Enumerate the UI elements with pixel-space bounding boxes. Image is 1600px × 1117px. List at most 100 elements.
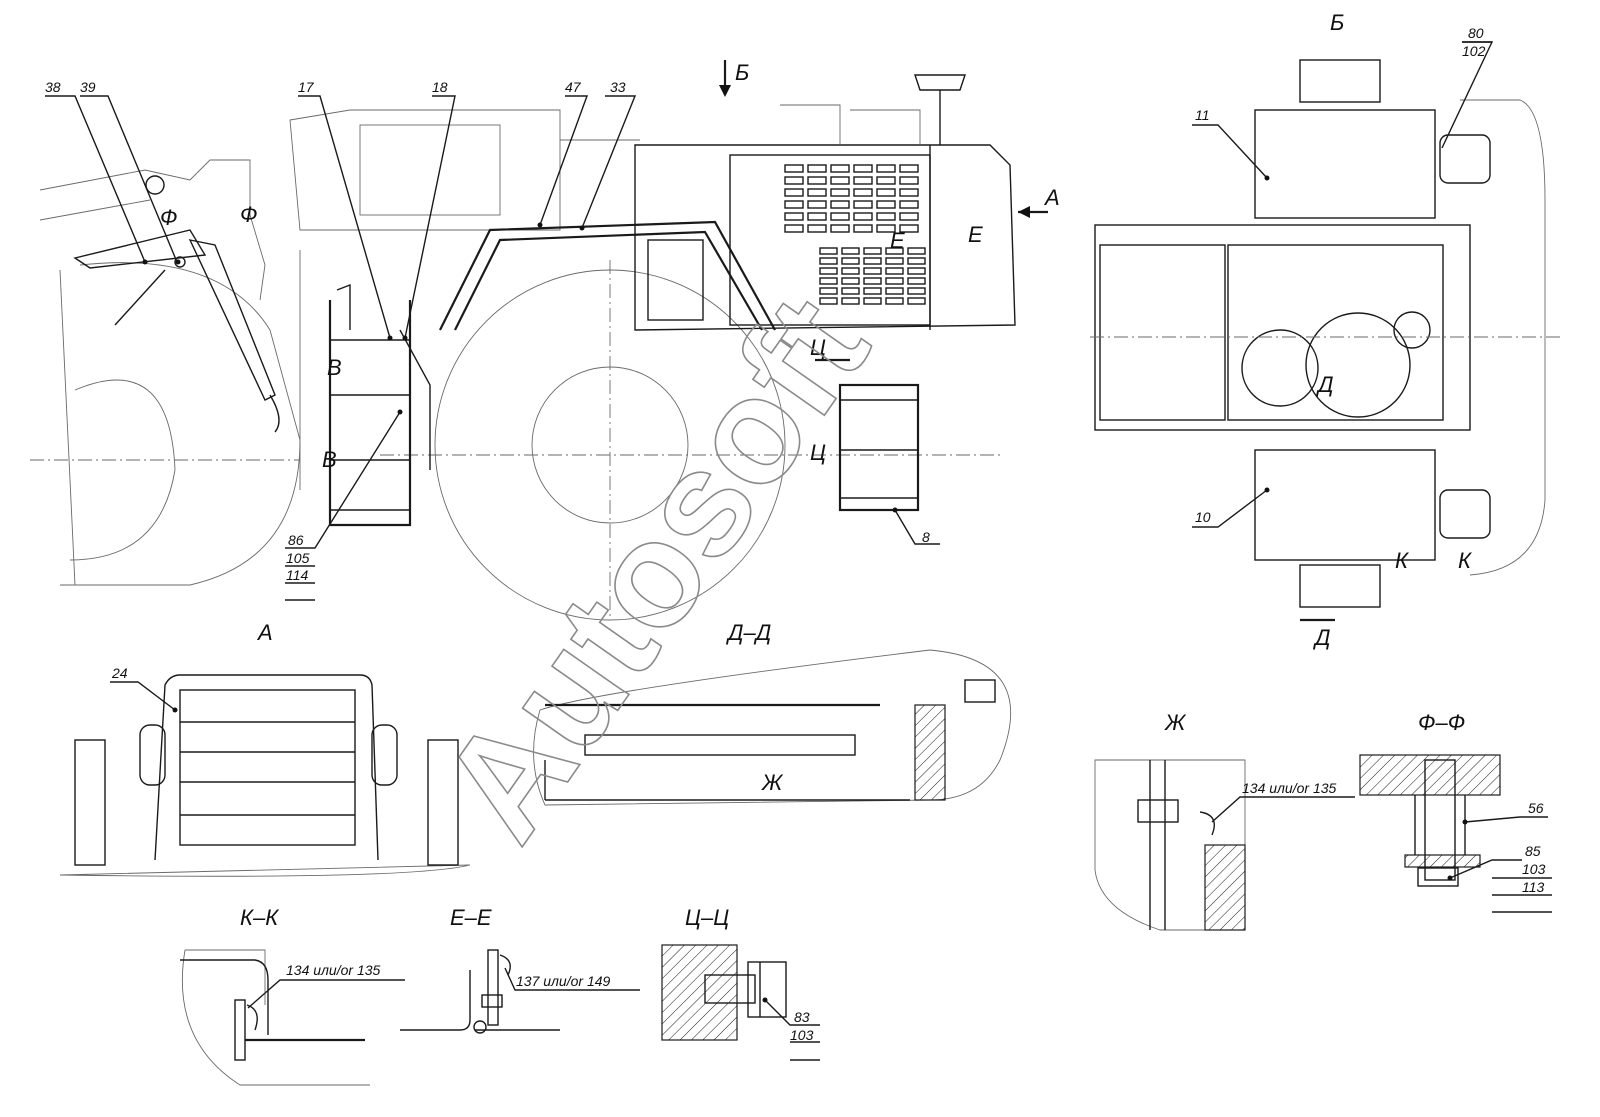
front-view-a xyxy=(59,674,471,877)
grille-slot xyxy=(907,277,926,285)
grille-slot xyxy=(863,297,882,305)
handrail xyxy=(439,220,776,331)
grille-slot xyxy=(899,224,919,233)
grille-slot xyxy=(807,176,827,185)
grille-slot xyxy=(841,257,860,265)
grille-slot xyxy=(853,176,873,185)
mark-v-bottom: В xyxy=(322,447,337,472)
view-zh xyxy=(1094,759,1246,931)
callout-85: 85 xyxy=(1525,843,1541,859)
grille-slot xyxy=(784,176,804,185)
grille-slot xyxy=(830,164,850,173)
mark-d-bottom: Д xyxy=(1312,625,1331,650)
grille-slot xyxy=(819,257,838,265)
section-arrows xyxy=(719,60,1335,622)
callout-83: 83 xyxy=(794,1009,810,1025)
grille-slot xyxy=(830,188,850,197)
grille-slot xyxy=(863,257,882,265)
view-title-a: А xyxy=(256,620,273,645)
grille-slot xyxy=(784,188,804,197)
section-tsts xyxy=(661,944,787,1041)
grille-slot xyxy=(885,297,904,305)
engine-hood xyxy=(634,74,1016,331)
grille-slot xyxy=(819,267,838,275)
callout-18: 18 xyxy=(432,79,448,95)
mark-zh: Ж xyxy=(761,770,784,795)
grille-slot xyxy=(830,224,850,233)
grille-slot xyxy=(841,297,860,305)
note-zh: 134 или/or 135 xyxy=(1242,780,1337,796)
mark-f-right: Ф xyxy=(240,202,258,227)
view-title-tsts: Ц–Ц xyxy=(685,905,729,930)
grille-slot xyxy=(830,212,850,221)
section-ee xyxy=(400,949,560,1034)
grille-slot xyxy=(784,200,804,209)
section-ff xyxy=(1359,754,1501,887)
grille-slot xyxy=(853,188,873,197)
mark-v-top: В xyxy=(327,355,342,380)
view-title-ee: Е–Е xyxy=(450,905,492,930)
grille-slot xyxy=(841,247,860,255)
mark-e-right: Е xyxy=(968,222,983,247)
grille-slot xyxy=(885,287,904,295)
mark-k-left: К xyxy=(1395,548,1409,573)
section-dd xyxy=(533,649,1012,806)
grille-slot xyxy=(853,200,873,209)
grille-slot xyxy=(830,200,850,209)
callout-56: 56 xyxy=(1528,800,1544,816)
watermark: Autosoft xyxy=(409,267,900,868)
left-wheel xyxy=(30,262,301,586)
callout-11: 11 xyxy=(1195,107,1210,123)
grille-slot xyxy=(899,200,919,209)
grille-slot xyxy=(819,247,838,255)
callout-10: 10 xyxy=(1195,509,1211,525)
grille-slot xyxy=(841,277,860,285)
grille-slot xyxy=(819,297,838,305)
callout-114: 114 xyxy=(286,567,309,583)
grille-slot xyxy=(807,200,827,209)
callout-80: 80 xyxy=(1468,25,1484,41)
hood-grille xyxy=(784,164,926,305)
mark-ts-bottom: Ц xyxy=(810,440,826,465)
grille-slot xyxy=(784,224,804,233)
grille-slot xyxy=(876,200,896,209)
grille-slot xyxy=(863,277,882,285)
grille-slot xyxy=(899,212,919,221)
grille-slot xyxy=(863,287,882,295)
callout-numbers: 38 39 17 18 47 33 80 102 11 10 8 86 105 … xyxy=(45,25,1546,1043)
callout-dots xyxy=(142,175,1468,1003)
grille-slot xyxy=(807,212,827,221)
callout-47: 47 xyxy=(565,79,582,95)
grille-slot xyxy=(876,224,896,233)
grille-slot xyxy=(807,188,827,197)
mark-b: Б xyxy=(735,60,749,85)
callout-8: 8 xyxy=(922,529,930,545)
rear-wheel xyxy=(380,260,1000,621)
grille-slot xyxy=(899,176,919,185)
mark-a: А xyxy=(1043,185,1060,210)
view-title-b: Б xyxy=(1330,10,1344,35)
grille-slot xyxy=(876,164,896,173)
mark-e-left: Е xyxy=(890,228,905,253)
view-titles: Б А Д–Д Ж Ф–Ф К–К Е–Е Ц–Ц xyxy=(240,10,1465,930)
grille-slot xyxy=(807,164,827,173)
callout-103: 103 xyxy=(1522,861,1546,877)
cab-background xyxy=(289,109,640,490)
grille-slot xyxy=(841,267,860,275)
callout-102: 102 xyxy=(1462,43,1486,59)
grille-slot xyxy=(853,164,873,173)
grille-slot xyxy=(885,277,904,285)
grille-slot xyxy=(863,267,882,275)
grille-slot xyxy=(876,176,896,185)
note-ee: 137 или/or 149 xyxy=(516,973,611,989)
grille-slot xyxy=(907,267,926,275)
callout-113: 113 xyxy=(1522,879,1545,895)
grille-slot xyxy=(830,176,850,185)
view-title-kk: К–К xyxy=(240,905,279,930)
mark-f-left: Ф xyxy=(160,205,178,230)
grille-slot xyxy=(907,297,926,305)
grille-slot xyxy=(784,164,804,173)
top-view xyxy=(1090,59,1560,608)
